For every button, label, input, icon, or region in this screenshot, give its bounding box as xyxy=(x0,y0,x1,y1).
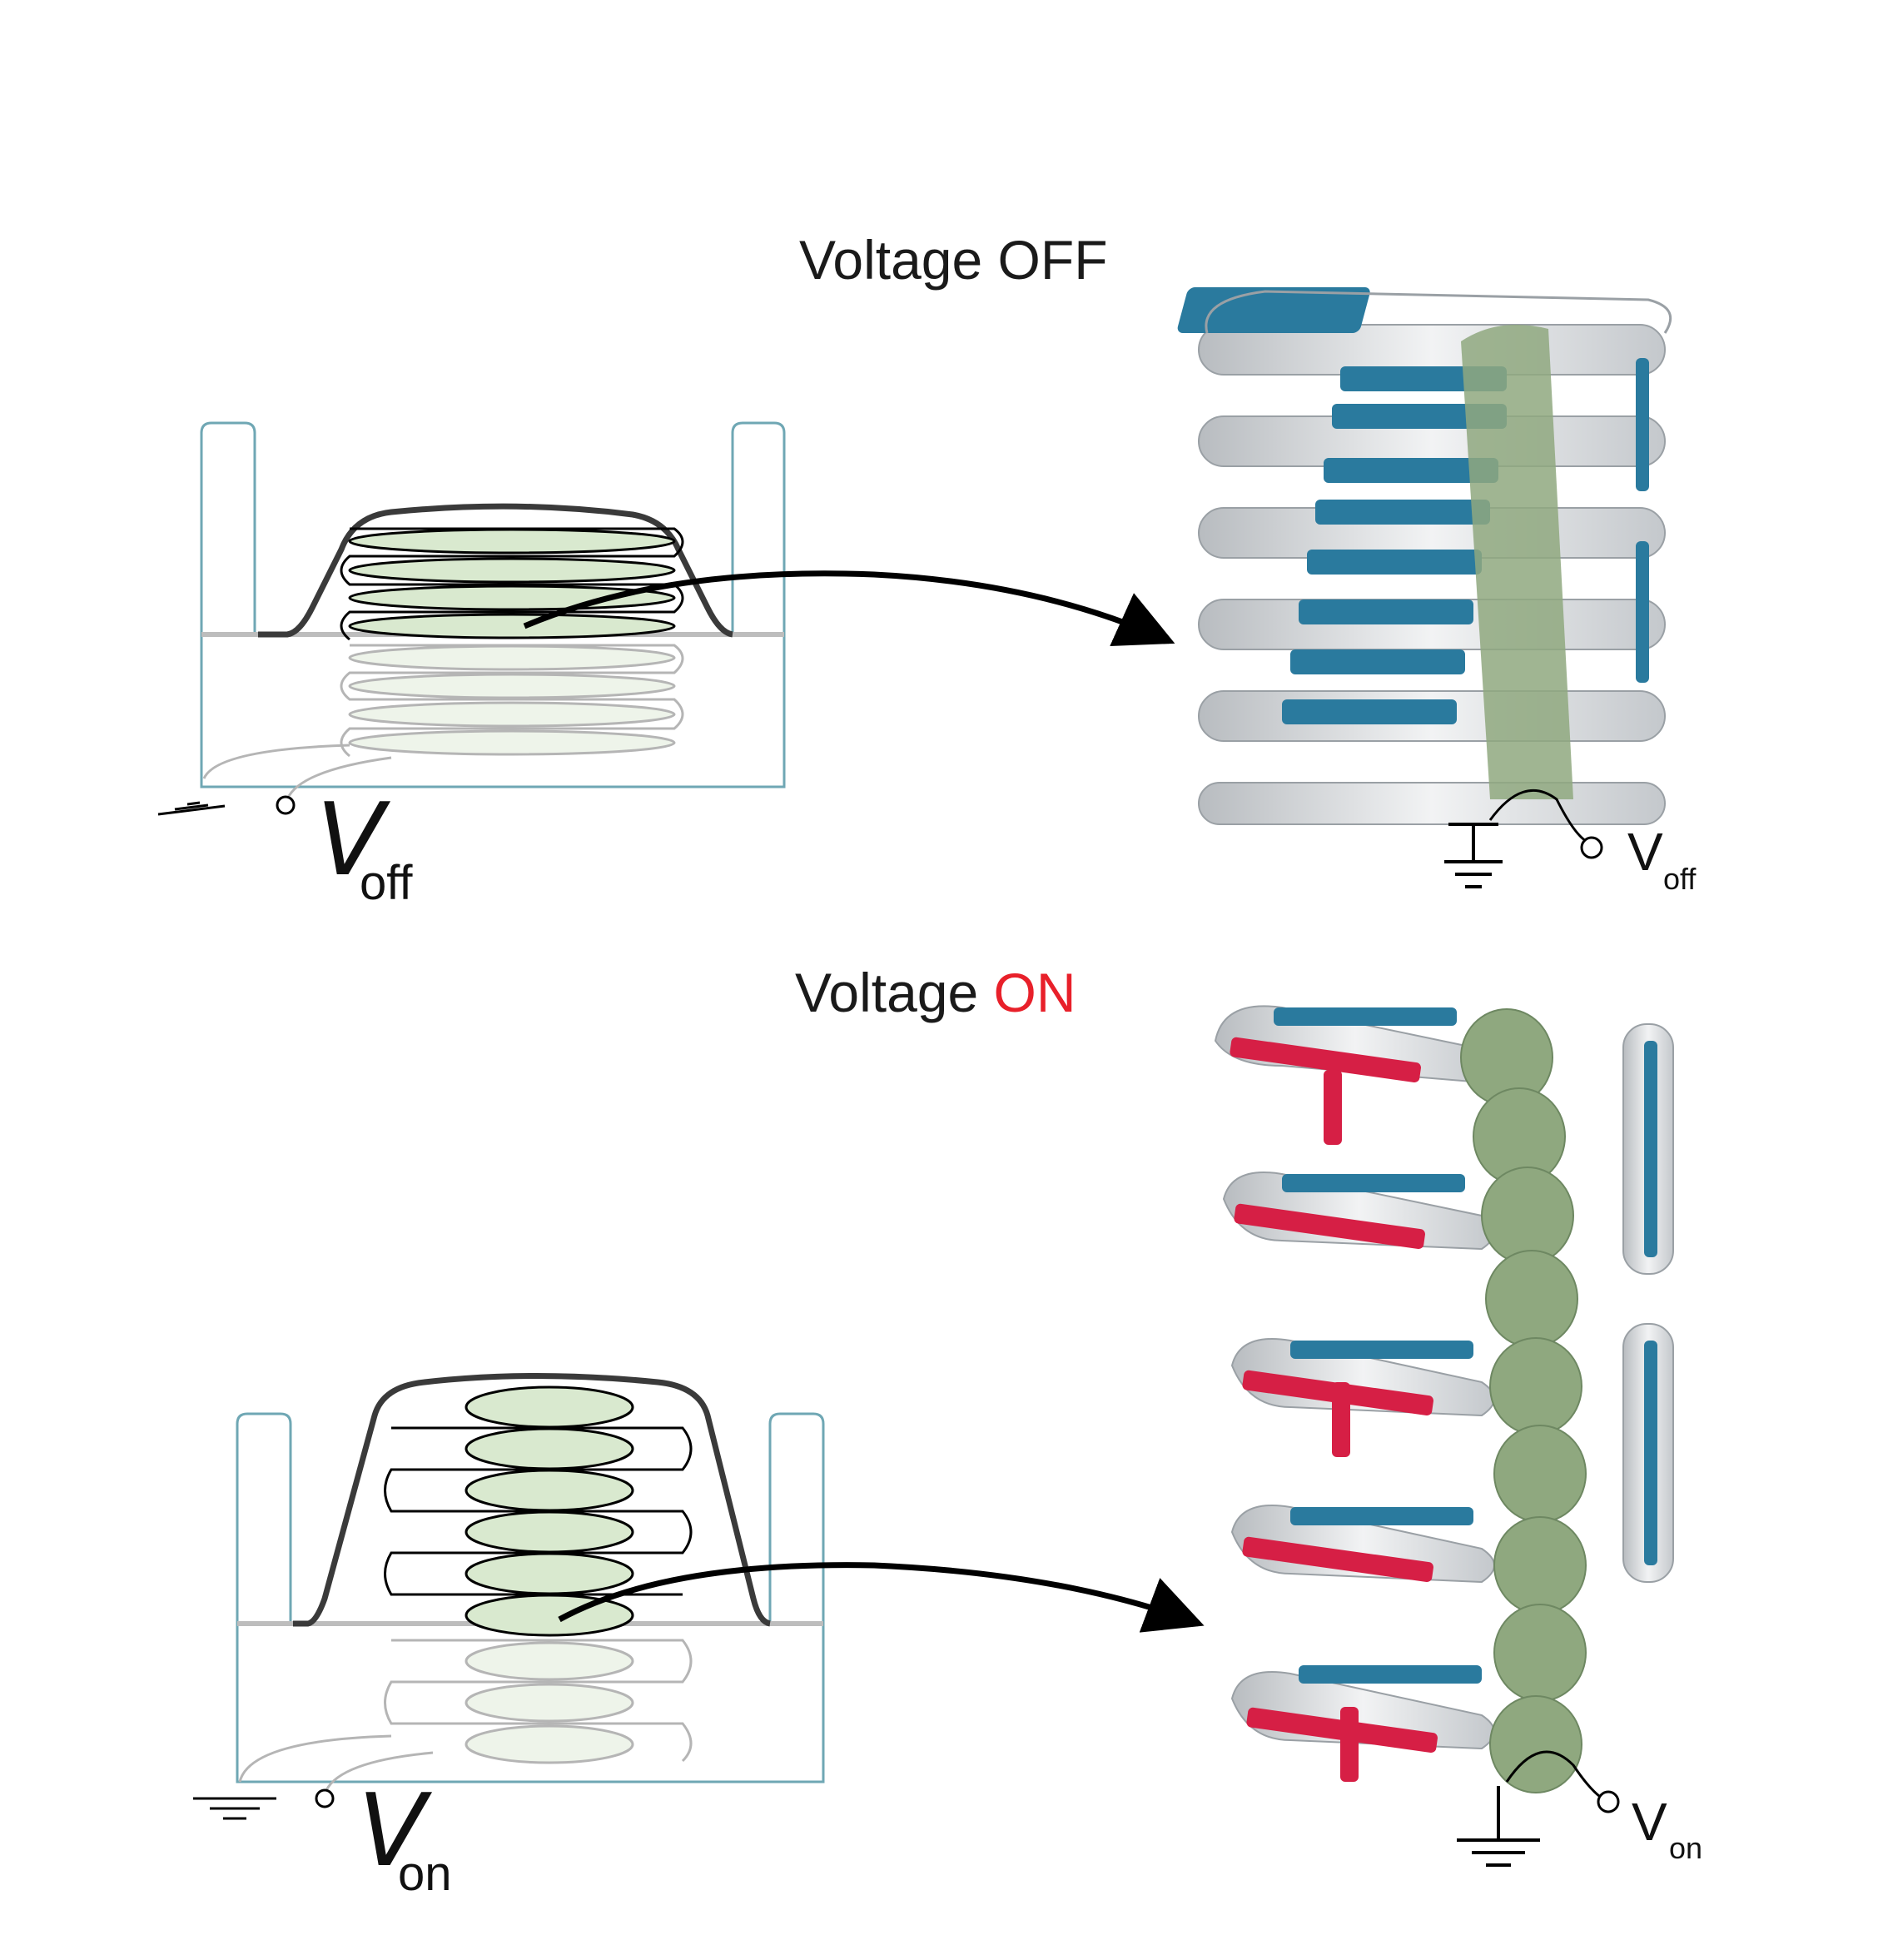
schematic-off: V off xyxy=(157,421,786,910)
film-fold-upper xyxy=(384,1426,693,1596)
film-upper xyxy=(258,503,733,638)
schematic-voltage-label-off: V xyxy=(316,783,391,898)
schematic-voltage-sub-on: on xyxy=(398,1847,452,1901)
film-fold-lower xyxy=(384,1639,693,1763)
panel-title-off: Voltage OFF xyxy=(799,229,1108,291)
pouches-lower xyxy=(348,644,676,756)
lead-ground-off xyxy=(202,744,350,779)
stacked-model-on: V on xyxy=(1214,1005,1702,1867)
model-voltage-sub-on: on xyxy=(1669,1831,1702,1865)
model-voltage-label-off: V xyxy=(1627,822,1663,882)
ground-symbol-icon xyxy=(1457,1786,1540,1867)
model-lead-on xyxy=(1505,1750,1603,1800)
ground-symbol-icon xyxy=(193,1797,276,1820)
model-lead-off xyxy=(1488,788,1587,843)
ground-symbol-icon xyxy=(157,801,226,816)
model-voltage-sub-off: off xyxy=(1663,862,1697,896)
schematic-on: V on xyxy=(193,1373,825,1901)
schematic-voltage-label-on: V xyxy=(358,1773,433,1889)
pouches-upper xyxy=(348,528,676,639)
film-upper xyxy=(293,1373,771,1627)
film-fold-lower xyxy=(340,644,684,758)
pouches-lower xyxy=(465,1641,634,1764)
lead-ground-on xyxy=(238,1734,392,1783)
terminal-circle-icon xyxy=(276,795,296,815)
panel-title-on: Voltage ON xyxy=(795,962,1076,1023)
terminal-circle-icon xyxy=(1580,836,1603,859)
lead-terminal-off xyxy=(286,756,392,800)
pouch-column-on xyxy=(1460,1008,1587,1793)
terminal-circle-icon xyxy=(1597,1790,1620,1813)
terminal-circle-icon xyxy=(315,1788,335,1808)
model-voltage-label-on: V xyxy=(1632,1792,1667,1852)
panel-voltage-on: Voltage ON xyxy=(193,962,1702,1901)
film-fold-upper xyxy=(340,527,684,641)
ground-symbol-icon xyxy=(1444,823,1503,888)
arrow-icon xyxy=(523,570,1175,646)
pouch-column-off xyxy=(1461,325,1573,799)
lead-terminal-on xyxy=(325,1751,434,1791)
arrow-icon xyxy=(558,1562,1205,1633)
panel-voltage-off: Voltage OFF xyxy=(157,229,1697,910)
schematic-voltage-sub-off: off xyxy=(360,856,413,910)
stacked-model-off: V off xyxy=(1177,287,1697,896)
